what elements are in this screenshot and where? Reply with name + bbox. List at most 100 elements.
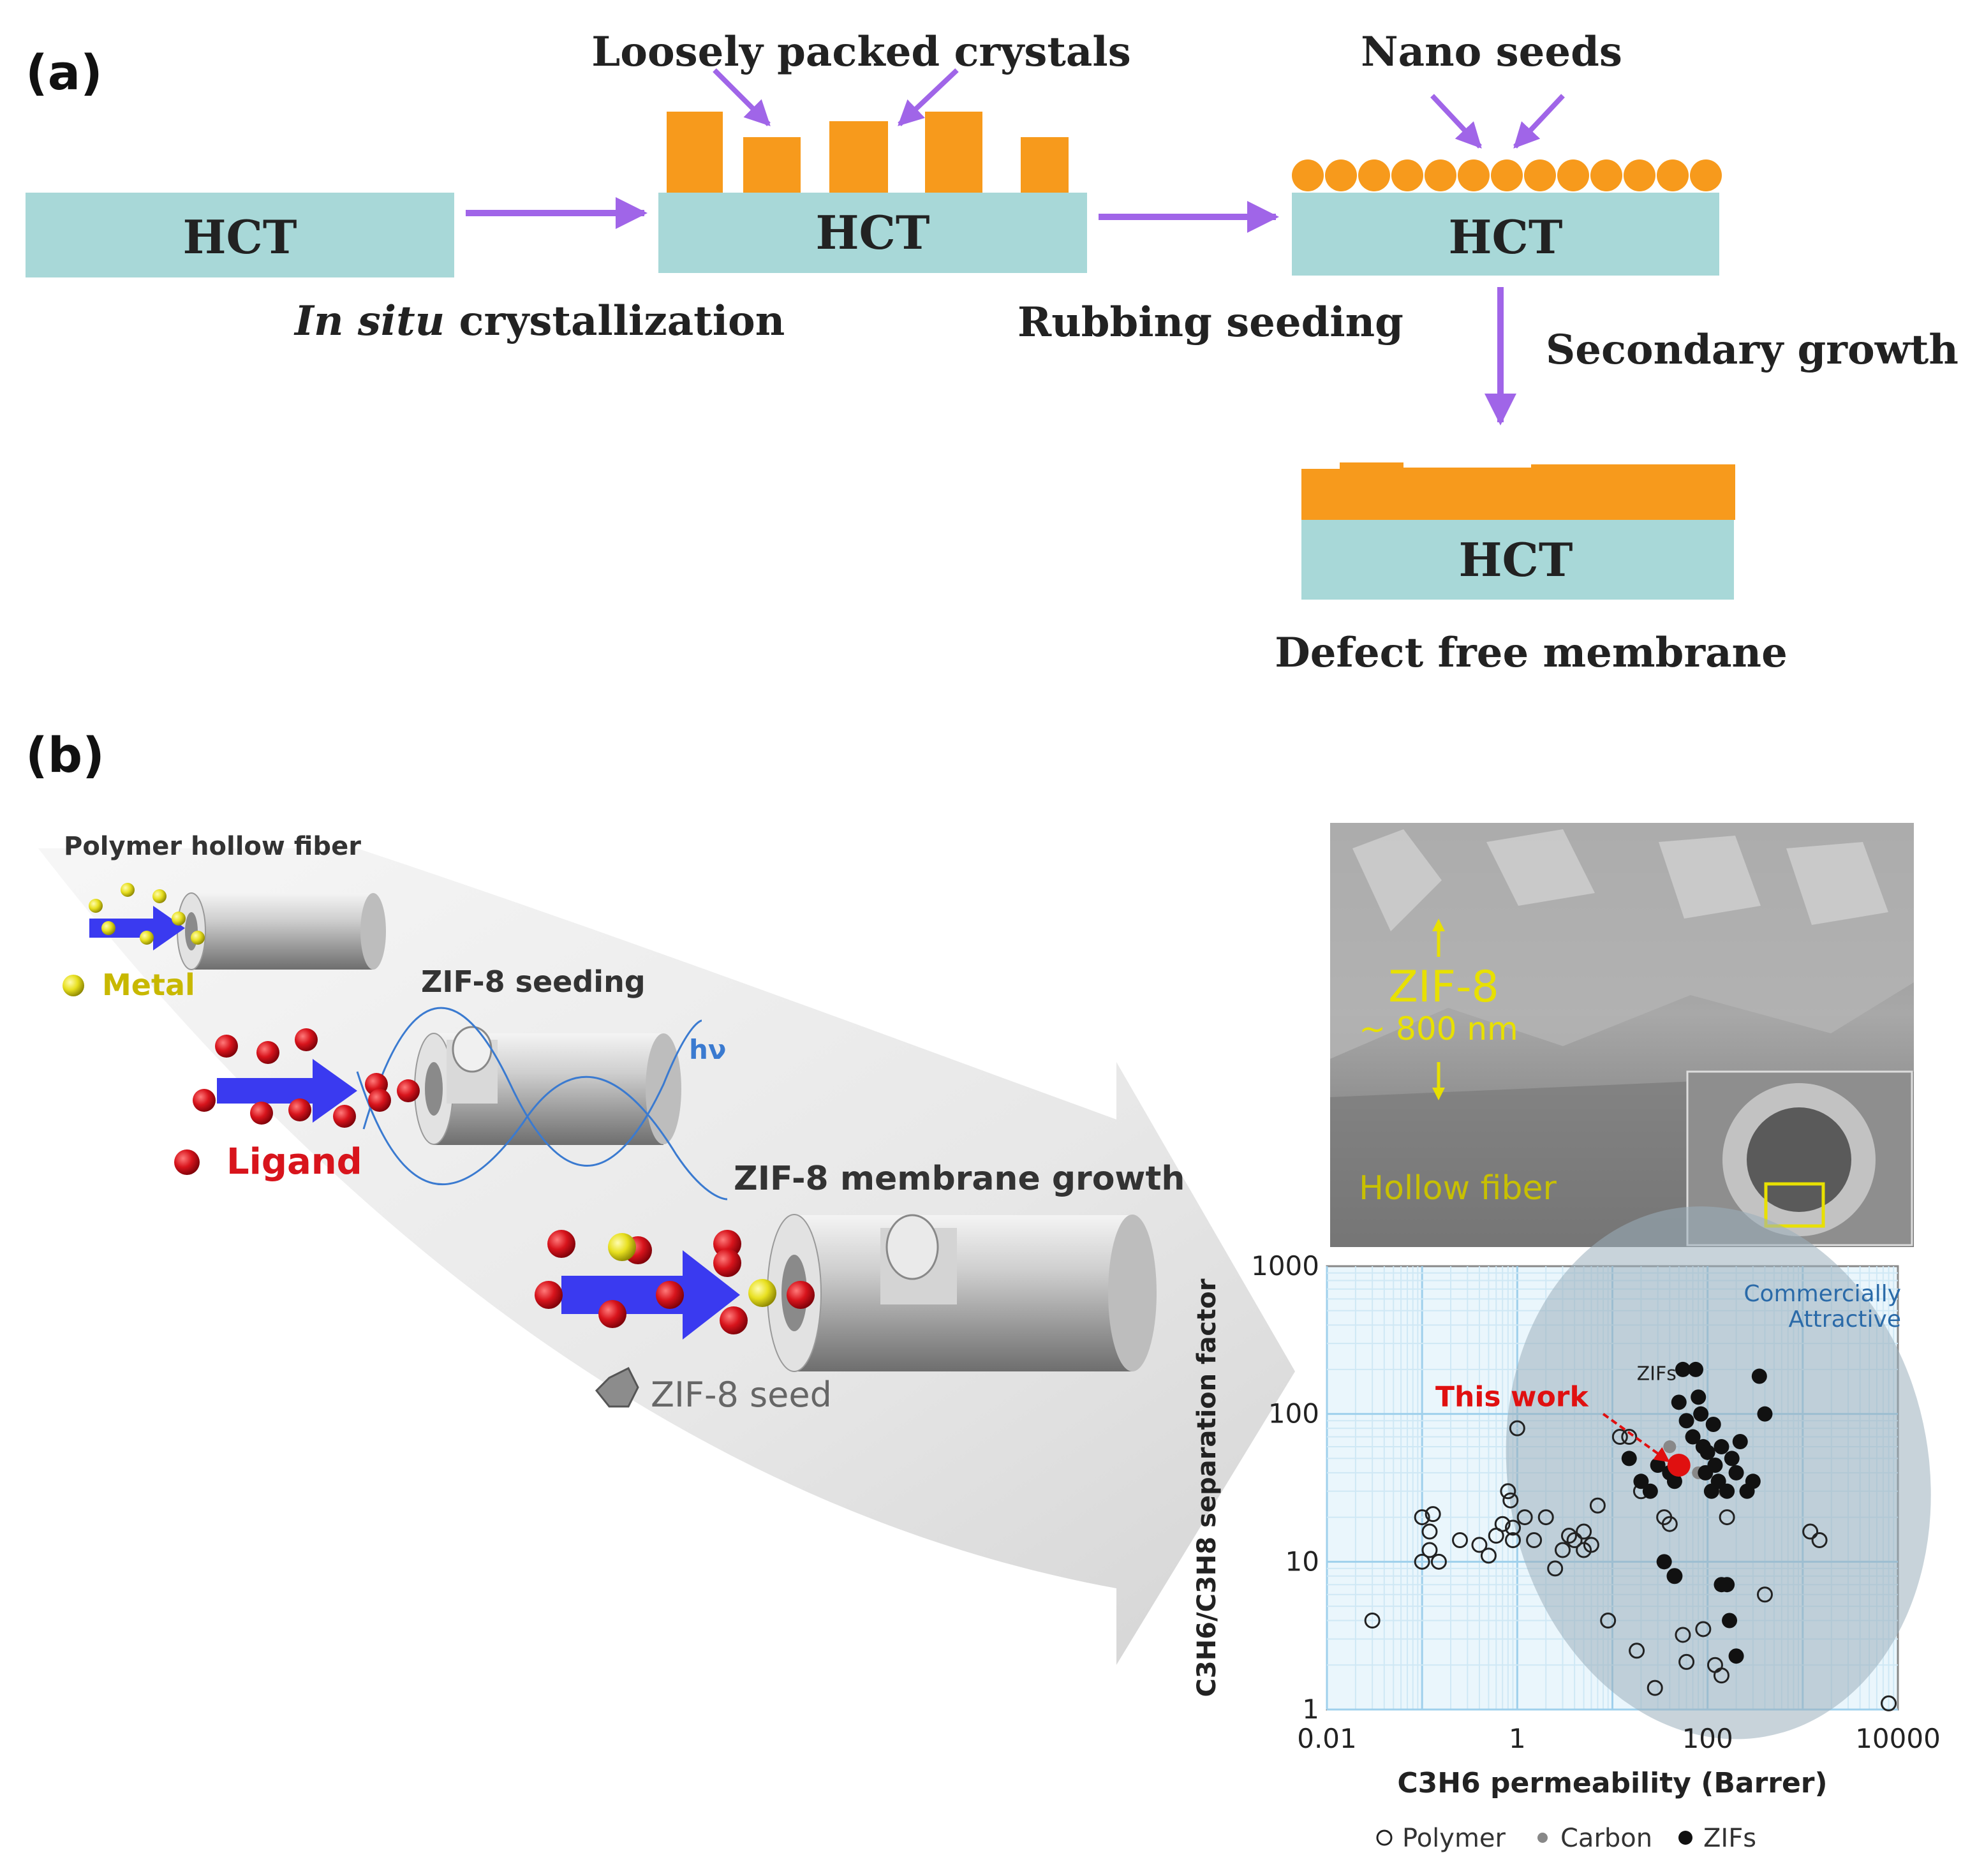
- x-axis-label: C3H6 permeability (Barrer): [1397, 1767, 1827, 1799]
- polymer-point: [1611, 1429, 1628, 1445]
- ligand-legend-dot: [174, 1149, 200, 1175]
- x-tick-label: 100: [1682, 1723, 1733, 1754]
- polymer-point: [1678, 1653, 1695, 1670]
- nano-seed: [1524, 159, 1556, 191]
- panel-a-label: (a): [26, 44, 103, 101]
- polymer-point: [1421, 1523, 1438, 1540]
- nano-seed: [1690, 159, 1722, 191]
- hct-substrate-1: [26, 193, 454, 277]
- nano-seed: [1491, 159, 1523, 191]
- metal-ion: [152, 889, 167, 903]
- ligand-molecule: [193, 1089, 216, 1112]
- process-flow-arrow: [38, 848, 1295, 1665]
- hct-label-3: HCT: [1449, 210, 1563, 264]
- zif-point: [1693, 1406, 1709, 1422]
- zif-point: [1666, 1568, 1682, 1584]
- nano-seeds-label: Nano seeds: [1361, 28, 1622, 76]
- in-situ-label: In situ crystallization: [293, 297, 785, 345]
- zif-point: [1728, 1465, 1744, 1481]
- zif-point: [1699, 1444, 1715, 1460]
- metal-ion: [172, 912, 186, 926]
- hct-substrate-4: [1301, 520, 1734, 600]
- this-work-pointer: [1602, 1413, 1670, 1463]
- metal-ion: [140, 931, 154, 945]
- process-arrow: [89, 906, 185, 950]
- zif-point: [1745, 1473, 1761, 1489]
- hct-label-4: HCT: [1459, 533, 1573, 587]
- polymer-point: [1516, 1509, 1533, 1526]
- ligand-molecule: [397, 1079, 420, 1102]
- polymer-point: [1430, 1553, 1447, 1570]
- crystal: [925, 112, 982, 193]
- x-tick-label: 10000: [1855, 1723, 1941, 1754]
- ligand-molecules: [193, 1028, 420, 1128]
- pointer-arrow: [713, 68, 771, 126]
- ligand-molecule: [535, 1281, 563, 1309]
- panel-b-label: (b): [26, 727, 105, 783]
- region-label: Attractive: [1789, 1306, 1901, 1333]
- ligand-molecule: [295, 1028, 318, 1051]
- polymer-point: [1425, 1506, 1441, 1523]
- zif8-membrane-growth-label: ZIF-8 membrane growth: [734, 1160, 1185, 1198]
- metal-legend-dot: [63, 975, 84, 996]
- y-tick-label: 1: [1302, 1694, 1319, 1725]
- hct-substrate-3: [1292, 193, 1719, 276]
- zif-point: [1642, 1483, 1658, 1499]
- polymer-point: [1589, 1497, 1606, 1514]
- polymer-point: [1537, 1509, 1554, 1526]
- polymer-point: [1621, 1429, 1638, 1445]
- polymer-point: [1421, 1542, 1438, 1558]
- zif-point: [1757, 1406, 1773, 1422]
- polymer-point: [1502, 1492, 1519, 1509]
- x-tick-label: 0.01: [1297, 1723, 1357, 1754]
- zif-point: [1671, 1394, 1687, 1410]
- crystal: [667, 112, 723, 193]
- reactant-molecules: [535, 1230, 815, 1334]
- light-wave: [356, 1071, 728, 1200]
- zif-point: [1621, 1451, 1637, 1466]
- ligand-molecule: [713, 1249, 741, 1277]
- metal-ion: [121, 883, 135, 897]
- polymer-point: [1811, 1532, 1828, 1548]
- zif-point: [1751, 1368, 1767, 1384]
- polymer-point: [1566, 1532, 1583, 1548]
- hct-substrate-2: [658, 193, 1087, 273]
- zif-point: [1724, 1451, 1740, 1466]
- sem-thickness-label: ~ 800 nm: [1359, 1010, 1518, 1047]
- polymer-point: [1471, 1537, 1488, 1553]
- polymer-point: [1480, 1547, 1497, 1564]
- ligand-molecule: [720, 1306, 748, 1334]
- zif-point: [1666, 1473, 1682, 1489]
- legend-marker: [1537, 1833, 1548, 1843]
- metal-ion: [191, 931, 205, 945]
- process-arrow: [561, 1250, 740, 1340]
- y-tick-label: 10: [1285, 1546, 1319, 1577]
- polymer-point: [1695, 1621, 1712, 1637]
- polymer-point: [1647, 1680, 1663, 1696]
- hollow-fiber-tube-2: [414, 1026, 681, 1145]
- ligand-molecule: [250, 1102, 273, 1125]
- polymer-point: [1500, 1483, 1516, 1500]
- nano-seed: [1292, 159, 1324, 191]
- polymer-point: [1364, 1613, 1381, 1629]
- polymer-point: [1661, 1516, 1678, 1532]
- crystal: [743, 137, 801, 193]
- nano-seed: [1557, 159, 1589, 191]
- continuous-membrane: [1301, 462, 1735, 520]
- polymer-point: [1600, 1613, 1617, 1629]
- zif-point: [1705, 1417, 1721, 1433]
- metal-ions: [89, 883, 205, 945]
- zif-point: [1691, 1389, 1707, 1405]
- polymer-point: [1452, 1532, 1469, 1548]
- ligand-molecule: [215, 1035, 238, 1058]
- zif-point: [1732, 1434, 1748, 1450]
- zif-point: [1710, 1473, 1726, 1489]
- polymer-point: [1505, 1519, 1522, 1536]
- ligand-molecule: [598, 1300, 626, 1328]
- polymer-point: [1675, 1627, 1691, 1643]
- process-arrow: [217, 1059, 357, 1123]
- nano-seed: [1458, 159, 1490, 191]
- hollow-fiber-tube-1: [177, 892, 386, 970]
